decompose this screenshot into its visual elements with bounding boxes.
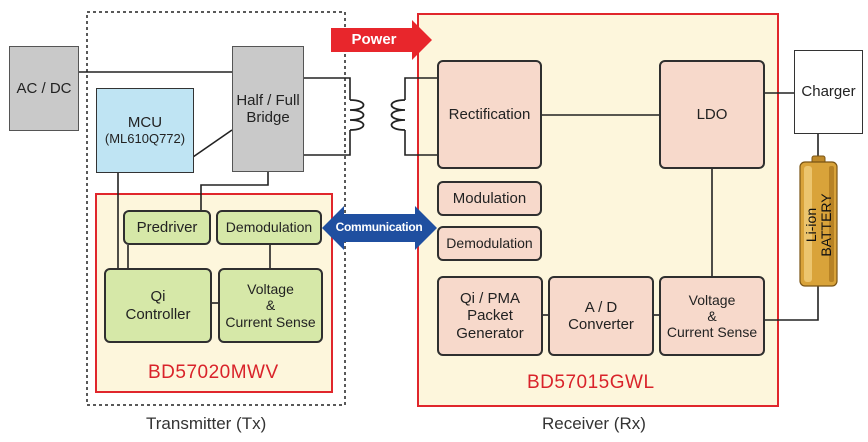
mcu-part-number: (ML610Q772) xyxy=(104,130,186,146)
modulation-label: Modulation xyxy=(452,189,527,207)
rx-voltage-current-sense-block: Voltage & Current Sense xyxy=(659,276,765,356)
tx-voltage-current-sense-block: Voltage & Current Sense xyxy=(218,268,323,343)
packet-generator-block: Qi / PMA Packet Generator xyxy=(437,276,543,356)
charger-block: Charger xyxy=(794,50,863,134)
ac-dc-label: AC / DC xyxy=(16,79,72,97)
communication-arrow-shape xyxy=(322,206,437,250)
mcu-block: MCU (ML610Q772) xyxy=(96,88,194,173)
rectification-label: Rectification xyxy=(448,105,531,123)
packet-generator-line3: Generator xyxy=(456,324,524,342)
tx-chip-label: BD57020MWV xyxy=(148,362,279,383)
tx-demodulation-label: Demodulation xyxy=(225,219,313,236)
predriver-block: Predriver xyxy=(123,210,211,245)
charger-label: Charger xyxy=(801,83,856,101)
receiver-caption: Receiver (Rx) xyxy=(542,414,646,433)
battery-label-line2: BATTERY xyxy=(818,193,834,257)
packet-generator-line1: Qi / PMA xyxy=(459,290,520,308)
rx-vc-line3: Current Sense xyxy=(666,324,758,341)
half-full-bridge-block: Half / Full Bridge xyxy=(232,46,304,172)
power-arrow-label: Power xyxy=(351,31,397,49)
modulation-block: Modulation xyxy=(437,181,542,216)
qi-controller-line2: Controller xyxy=(125,305,191,323)
ad-converter-line1: A / D xyxy=(584,298,618,316)
bridge-label-line1: Half / Full xyxy=(236,91,300,109)
ldo-label: LDO xyxy=(696,105,728,123)
battery-label: Li-ion BATTERY xyxy=(803,170,835,280)
tx-vc-line3: Current Sense xyxy=(225,313,316,330)
battery-label-line1: Li-ion xyxy=(803,207,820,243)
power-arrow-shape xyxy=(331,20,432,60)
predriver-label: Predriver xyxy=(136,218,198,236)
rx-demodulation-block: Demodulation xyxy=(437,226,542,261)
mcu-title: MCU xyxy=(127,114,163,132)
tx-vc-line2: & xyxy=(265,297,276,314)
coil-pair-icon xyxy=(349,99,406,131)
ldo-block: LDO xyxy=(659,60,765,169)
tx-vc-line1: Voltage xyxy=(247,281,294,298)
qi-controller-line1: Qi xyxy=(150,288,166,306)
qi-controller-block: Qi Controller xyxy=(104,268,212,343)
rectification-block: Rectification xyxy=(437,60,542,169)
packet-generator-line2: Packet xyxy=(467,307,513,325)
ad-converter-block: A / D Converter xyxy=(548,276,654,356)
rx-demodulation-label: Demodulation xyxy=(446,235,533,252)
bridge-label-line2: Bridge xyxy=(246,109,290,126)
ad-converter-line2: Converter xyxy=(568,316,634,333)
transmitter-caption: Transmitter (Tx) xyxy=(146,414,267,433)
battery-icon xyxy=(799,155,838,287)
ac-dc-block: AC / DC xyxy=(9,46,79,131)
rx-chip-label: BD57015GWL xyxy=(527,372,655,393)
communication-arrow-label: Communication xyxy=(335,220,423,235)
rx-vc-line1: Voltage xyxy=(688,291,736,308)
rx-vc-line2: & xyxy=(707,307,717,324)
tx-demodulation-block: Demodulation xyxy=(216,210,322,245)
